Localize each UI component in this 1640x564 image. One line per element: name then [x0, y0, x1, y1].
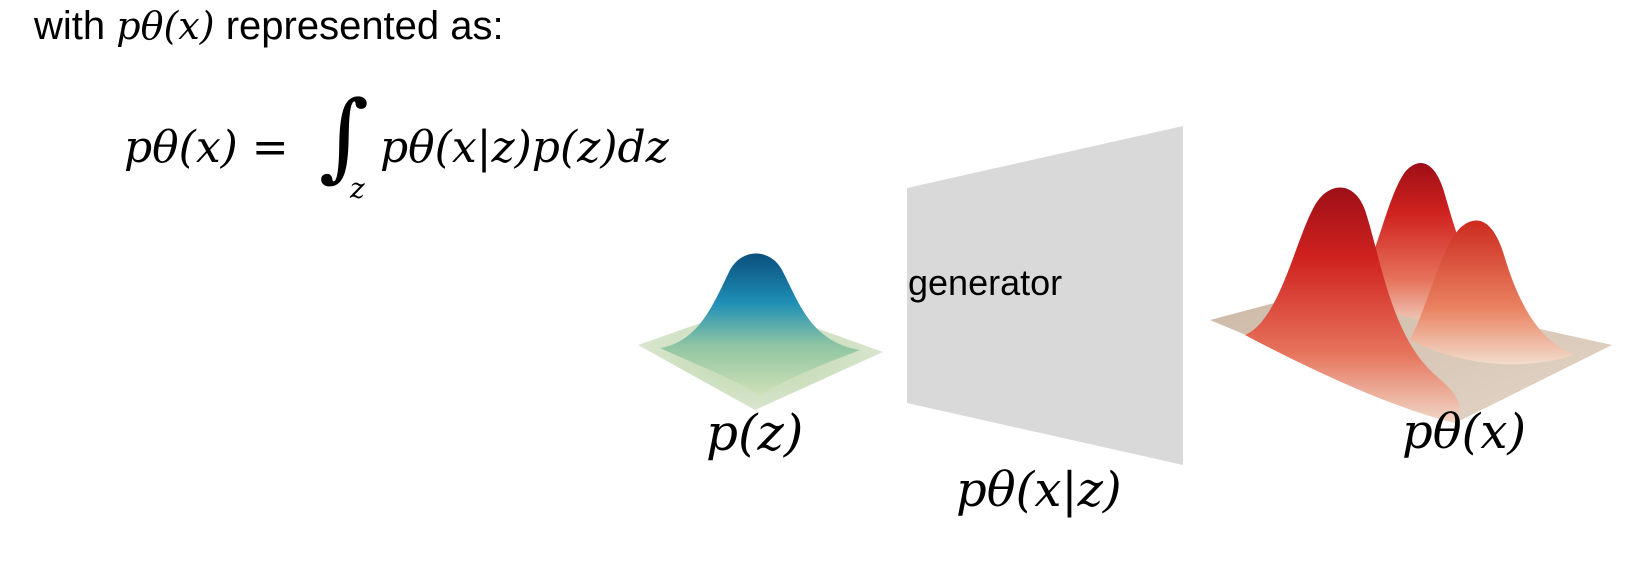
header-expr: pθ(x)	[116, 4, 215, 48]
output-label: pθ(x)	[1402, 404, 1527, 460]
prior-label: p(z)	[706, 404, 804, 462]
header-prefix: with	[34, 4, 106, 48]
formula-lhs: pθ(x) =	[124, 122, 289, 173]
formula-rhs: pθ(x|z)p(z)dz	[380, 122, 669, 173]
prior-distribution-surface	[638, 253, 883, 410]
integral-subscript: z	[350, 172, 365, 205]
generator-label: generator	[908, 262, 1063, 303]
header-text: with pθ(x) represented as:	[34, 4, 504, 49]
prior-peak	[660, 253, 860, 395]
generator-block	[907, 126, 1183, 465]
output-distribution-surface	[1210, 163, 1612, 423]
conditional-label: pθ(x|z)	[956, 462, 1122, 518]
header-suffix: represented as:	[225, 4, 504, 48]
output-peak-front	[1245, 187, 1460, 423]
output-peak-right	[1410, 220, 1575, 365]
integral-sign: ∫	[319, 80, 370, 192]
